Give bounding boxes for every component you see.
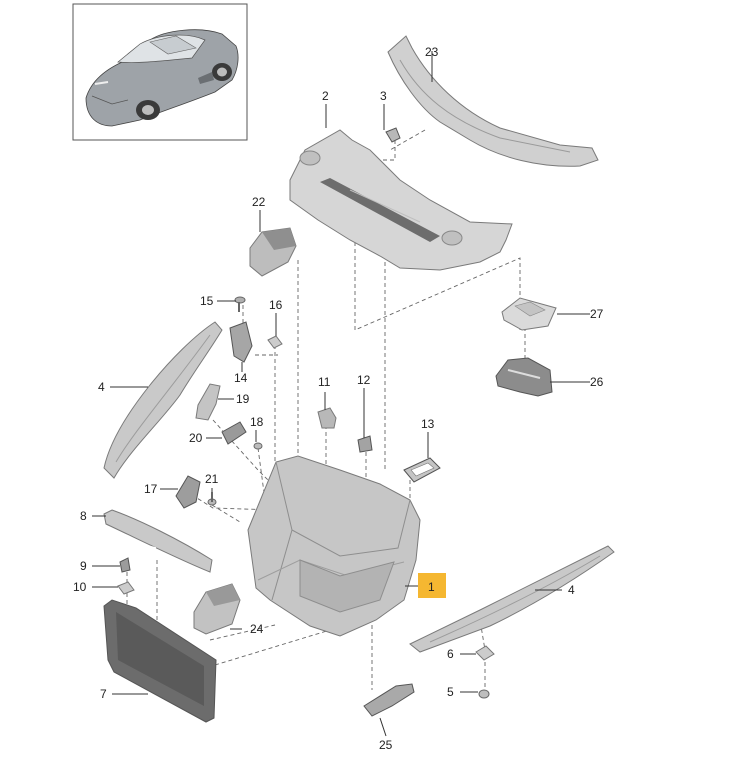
callout-8: 8: [80, 509, 87, 523]
part-25-bracket: [363, 683, 415, 717]
callout-15: 15: [200, 294, 214, 308]
part-10-clip: [117, 581, 135, 595]
callout-27: 27: [590, 307, 604, 321]
callout-9: 9: [80, 559, 87, 573]
part-8-strip: [103, 509, 213, 573]
callout-6: 6: [447, 647, 454, 661]
callout-26: 26: [590, 375, 604, 389]
callout-4-left: 4: [98, 380, 105, 394]
part-6-clip: [475, 645, 495, 661]
callout-21: 21: [205, 472, 219, 486]
callout-23: 23: [425, 45, 439, 59]
part-9-clip: [119, 557, 131, 573]
part-12-clip: [357, 435, 373, 453]
callout-7: 7: [100, 687, 107, 701]
callout-16: 16: [269, 298, 283, 312]
callout-3: 3: [380, 89, 387, 103]
callout-1: 1: [428, 580, 435, 594]
callout-labels: 1 2 3 4 4 5 6 7 8 9 10 11 12 13 14 15 16…: [73, 45, 604, 752]
part-5-clip: [478, 689, 490, 699]
part-3-clip: [385, 127, 401, 143]
part-1-trunk-liner: [247, 455, 421, 637]
part-7-carpet-panel: [103, 599, 217, 723]
callout-11: 11: [318, 375, 331, 389]
callout-19: 19: [236, 392, 250, 406]
part-16-clip: [267, 335, 283, 349]
part-13-frame: [403, 457, 441, 483]
callout-5: 5: [447, 685, 454, 699]
part-23-cowl-strip: [387, 35, 599, 167]
part-14-bracket: [229, 321, 253, 363]
leader-lines: [92, 51, 590, 737]
callout-25: 25: [379, 738, 393, 752]
part-4-right-trim: [409, 545, 615, 653]
part-19-bracket: [195, 383, 221, 421]
callout-17: 17: [144, 482, 158, 496]
part-27-module: [501, 297, 557, 331]
callout-4-right: 4: [568, 583, 575, 597]
callout-18: 18: [250, 415, 264, 429]
callout-13: 13: [421, 417, 435, 431]
callout-10: 10: [73, 580, 87, 594]
part-18-screw: [253, 442, 263, 450]
callout-1-highlight: [418, 573, 446, 598]
part-2-panel: [289, 129, 513, 271]
callout-22: 22: [252, 195, 266, 209]
callout-12: 12: [357, 373, 371, 387]
part-4-left-trim: [103, 321, 223, 479]
car-thumbnail: [72, 3, 248, 141]
part-17-bracket: [175, 475, 201, 509]
callout-24: 24: [250, 622, 264, 636]
callout-14: 14: [234, 371, 248, 385]
part-20-connector: [221, 421, 247, 445]
callout-20: 20: [189, 431, 203, 445]
part-24-cover: [193, 583, 241, 635]
callout-2: 2: [322, 89, 329, 103]
part-21-bolt: [207, 492, 217, 506]
part-26-bracket: [495, 357, 553, 397]
part-22-cover: [249, 227, 297, 277]
part-15-screw: [234, 296, 246, 312]
part-11-clip: [317, 407, 337, 429]
